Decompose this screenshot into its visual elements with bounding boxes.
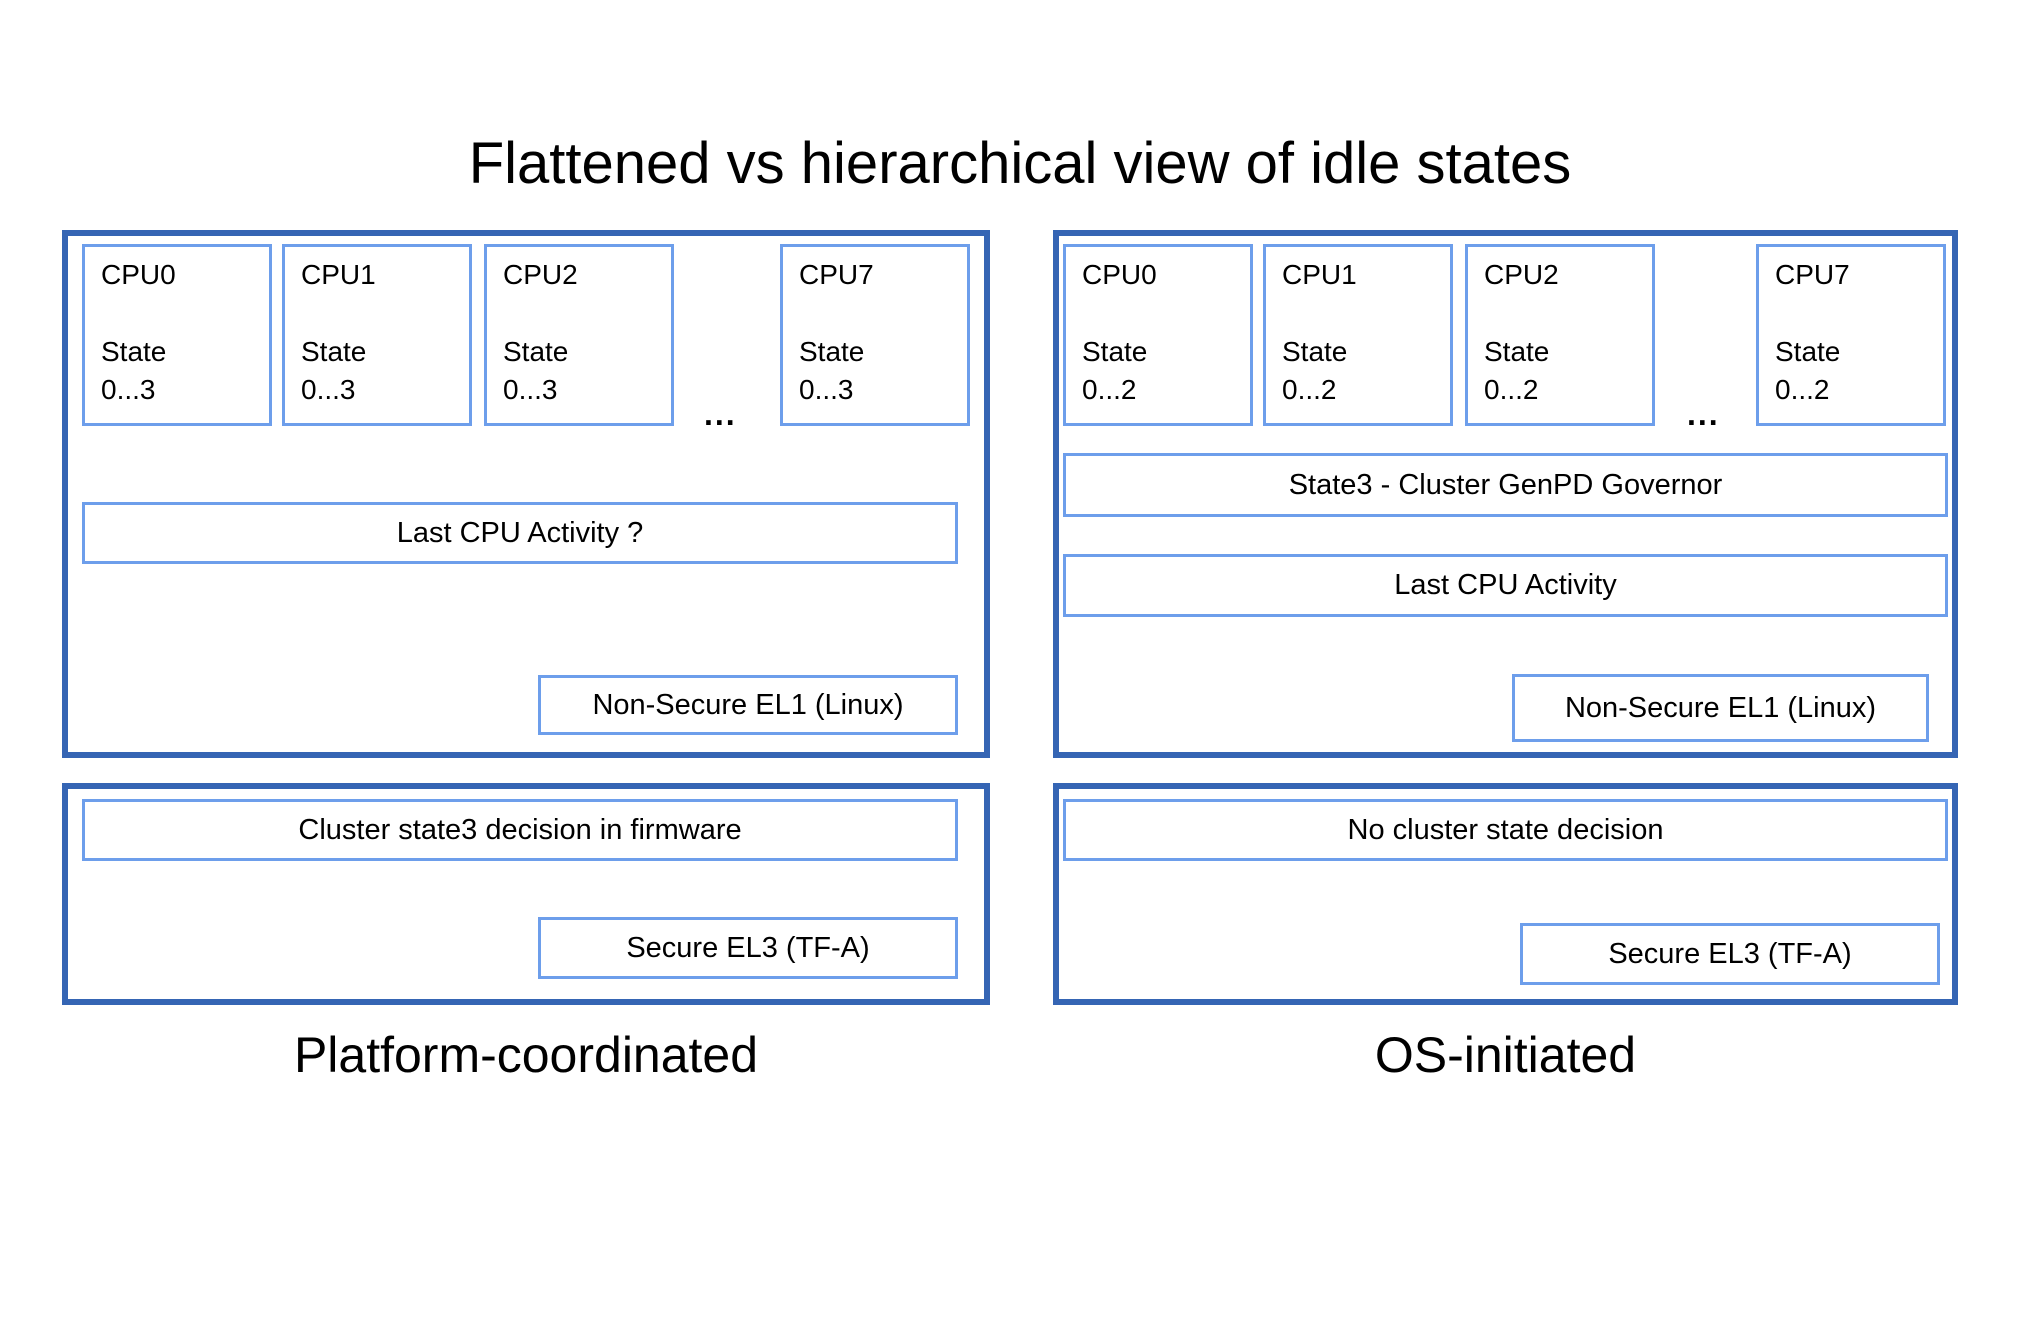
cpu-state-range: 0...2 bbox=[1282, 374, 1337, 405]
cpu-state: State 0...3 bbox=[503, 333, 568, 409]
platform-coordinated-secure-panel: Cluster state3 decision in firmware Secu… bbox=[62, 783, 990, 1005]
cpu-state: State 0...2 bbox=[1082, 333, 1147, 409]
cpu-state-range: 0...3 bbox=[799, 374, 854, 405]
cpu-state: State 0...2 bbox=[1282, 333, 1347, 409]
secure-el3-box: Secure EL3 (TF-A) bbox=[1520, 923, 1940, 985]
cpu-state: State 0...3 bbox=[101, 333, 166, 409]
cpu-state-label: State bbox=[503, 336, 569, 367]
right-panel-caption: OS-initiated bbox=[1374, 1027, 1637, 1083]
cpu-name: CPU2 bbox=[503, 259, 578, 290]
cpu-name: CPU7 bbox=[1775, 259, 1850, 290]
cpu-state-range: 0...2 bbox=[1484, 374, 1539, 405]
cpu-name: CPU1 bbox=[301, 259, 376, 290]
non-secure-el1-box: Non-Secure EL1 (Linux) bbox=[1512, 674, 1929, 742]
cpu-state-label: State bbox=[1775, 336, 1841, 367]
cpu-name: CPU1 bbox=[1282, 259, 1357, 290]
cpu-state-range: 0...2 bbox=[1775, 374, 1830, 405]
cpu-state-label: State bbox=[1282, 336, 1348, 367]
cpu-state-label: State bbox=[1082, 336, 1148, 367]
cpu-state-label: State bbox=[799, 336, 865, 367]
cpu-state-range: 0...2 bbox=[1082, 374, 1137, 405]
cluster-decision-box: Cluster state3 decision in firmware bbox=[82, 799, 958, 861]
cpu-state-range: 0...3 bbox=[301, 374, 356, 405]
cpu-state: State 0...3 bbox=[301, 333, 366, 409]
cpu-state: State 0...2 bbox=[1484, 333, 1549, 409]
platform-coordinated-nonsecure-panel: CPU0 State 0...3 CPU1 State 0...3 CPU2 S… bbox=[62, 230, 990, 758]
cpu-box: CPU1 State 0...3 bbox=[282, 244, 472, 426]
cpu-name: CPU0 bbox=[1082, 259, 1157, 290]
cpu-name: CPU0 bbox=[101, 259, 176, 290]
cpu-state-range: 0...3 bbox=[101, 374, 156, 405]
os-initiated-secure-panel: No cluster state decision Secure EL3 (TF… bbox=[1053, 783, 1958, 1005]
cpu-box: CPU1 State 0...2 bbox=[1263, 244, 1453, 426]
cpu-name: CPU7 bbox=[799, 259, 874, 290]
cpu-state: State 0...3 bbox=[799, 333, 864, 409]
cpu-ellipsis: ... bbox=[704, 396, 737, 432]
last-cpu-activity-box: Last CPU Activity ? bbox=[82, 502, 958, 564]
last-cpu-activity-box: Last CPU Activity bbox=[1063, 554, 1948, 617]
cpu-state-range: 0...3 bbox=[503, 374, 558, 405]
secure-el3-box: Secure EL3 (TF-A) bbox=[538, 917, 958, 979]
cpu-state-label: State bbox=[301, 336, 367, 367]
no-cluster-decision-box: No cluster state decision bbox=[1063, 799, 1948, 861]
cpu-box: CPU2 State 0...3 bbox=[484, 244, 674, 426]
os-initiated-nonsecure-panel: CPU0 State 0...2 CPU1 State 0...2 CPU2 S… bbox=[1053, 230, 1958, 758]
cpu-state-label: State bbox=[1484, 336, 1550, 367]
cpu-ellipsis: ... bbox=[1687, 396, 1720, 432]
genpd-governor-box: State3 - Cluster GenPD Governor bbox=[1063, 453, 1948, 517]
left-panel-caption: Platform-coordinated bbox=[293, 1027, 759, 1083]
cpu-state: State 0...2 bbox=[1775, 333, 1840, 409]
cpu-name: CPU2 bbox=[1484, 259, 1559, 290]
cpu-box: CPU7 State 0...3 bbox=[780, 244, 970, 426]
page-title: Flattened vs hierarchical view of idle s… bbox=[468, 131, 1572, 196]
cpu-box: CPU0 State 0...2 bbox=[1063, 244, 1253, 426]
cpu-box: CPU0 State 0...3 bbox=[82, 244, 272, 426]
non-secure-el1-box: Non-Secure EL1 (Linux) bbox=[538, 675, 958, 735]
cpu-box: CPU2 State 0...2 bbox=[1465, 244, 1655, 426]
cpu-state-label: State bbox=[101, 336, 167, 367]
cpu-box: CPU7 State 0...2 bbox=[1756, 244, 1946, 426]
